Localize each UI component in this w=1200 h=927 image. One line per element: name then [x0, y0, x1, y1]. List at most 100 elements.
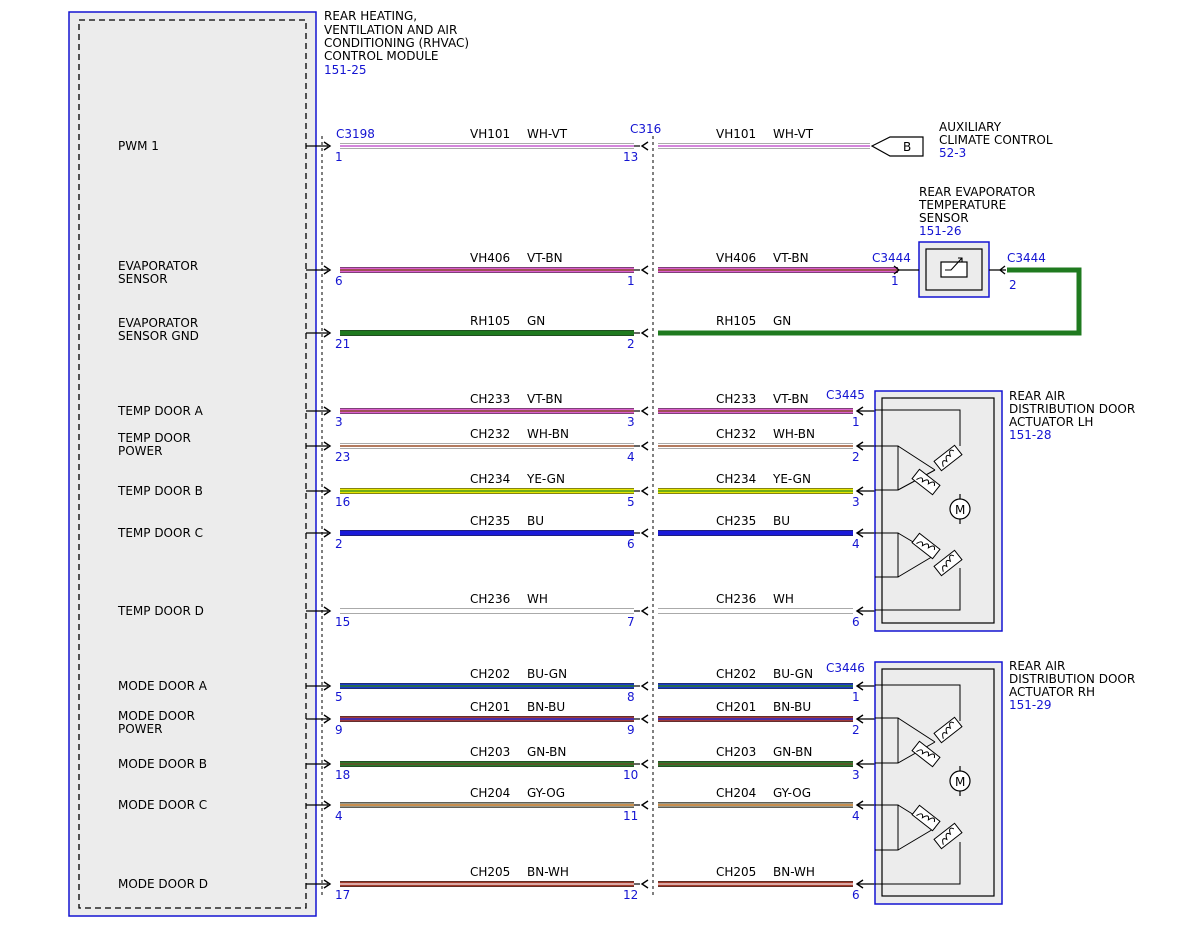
inline-pin-number: 5 — [627, 495, 635, 509]
wire-color-left: GN — [527, 314, 545, 328]
inline-connector-label: C316 — [630, 122, 661, 136]
circuit-number-left: CH204 — [470, 786, 510, 800]
signal-label: MODE DOOR B — [118, 757, 207, 771]
component-pin-number: 4 — [852, 809, 860, 823]
actuator-lh-motor-icon: M — [949, 494, 971, 524]
aux-title-line-1: AUXILIARY — [939, 120, 1002, 134]
module-pin-number: 5 — [335, 690, 343, 704]
module-pin-number: 18 — [335, 768, 350, 782]
rhvac-module-outline — [68, 11, 317, 917]
signal-label: PWM 1 — [118, 139, 159, 153]
sensor-ground-wire — [658, 267, 1082, 336]
circuit-number-left: VH406 — [470, 251, 510, 265]
sensor-arrow-right — [998, 265, 1006, 275]
actuator-rh-motor-icon: M — [949, 766, 971, 796]
inline-pin-number: 13 — [623, 150, 638, 164]
module-pin-number: 9 — [335, 723, 343, 737]
wire-color-left: BN-BU — [527, 700, 565, 714]
thermistor-icon — [940, 261, 968, 278]
rhvac-module-inner-dashed — [78, 19, 307, 909]
circuit-number-left: CH233 — [470, 392, 510, 406]
signal-label: SENSOR — [118, 272, 168, 286]
actuator-rh-body — [881, 668, 995, 897]
module-pin-arrow — [323, 681, 332, 691]
wire-color-right: GN-BN — [773, 745, 812, 759]
wire-color-left: YE-GN — [526, 472, 565, 486]
aux-connector-shape — [870, 136, 924, 157]
inline-connector-arrow — [640, 714, 649, 724]
actuator-lh: REAR AIR DISTRIBUTION DOOR ACTUATOR LH 1… — [826, 388, 1135, 632]
signal-label: EVAPORATOR — [118, 316, 198, 330]
signal-label: TEMP DOOR C — [117, 526, 203, 540]
wire-color-right: WH — [773, 592, 794, 606]
actuator-lh-coil-icons — [911, 444, 963, 577]
sensor-pin-2: 2 — [1009, 278, 1017, 292]
signal-label: TEMP DOOR — [117, 431, 191, 445]
module-title-line-2: VENTILATION AND AIR — [324, 23, 457, 37]
sensor-connector-label-right: C3444 — [1007, 251, 1046, 265]
wire-color-right: BN-BU — [773, 700, 811, 714]
module-pin-number: 2 — [335, 537, 343, 551]
module-pin-arrow — [323, 441, 332, 451]
wire-color-left: VT-BN — [527, 392, 563, 406]
module-pin-arrow — [323, 606, 332, 616]
actuator-rh-motor-symbol: M — [955, 775, 965, 789]
circuit-number-left: CH201 — [470, 700, 510, 714]
circuit-number-left: VH101 — [470, 127, 510, 141]
inline-connector-arrow — [640, 879, 649, 889]
sensor-title-line-1: REAR EVAPORATOR — [919, 185, 1035, 199]
module-pin-number: 4 — [335, 809, 343, 823]
wire-color-right: VT-BN — [773, 251, 809, 265]
rhvac-module: REAR HEATING, VENTILATION AND AIR CONDIT… — [68, 9, 661, 917]
inline-pin-number: 3 — [627, 415, 635, 429]
module-pin-arrow — [323, 486, 332, 496]
wire-color-right: VT-BN — [773, 392, 809, 406]
inline-pin-number: 11 — [623, 809, 638, 823]
actuator-rh-coil-icons — [911, 716, 963, 850]
actuator-rh-title-line-3: ACTUATOR RH — [1009, 685, 1095, 699]
module-pin-number: 3 — [335, 415, 343, 429]
wire-color-left: GY-OG — [527, 786, 565, 800]
wire-color-left: VT-BN — [527, 251, 563, 265]
module-pin-arrow — [323, 328, 332, 338]
inline-pin-number: 6 — [627, 537, 635, 551]
wire-color-left: WH-VT — [527, 127, 568, 141]
component-pin-number: 2 — [852, 450, 860, 464]
signal-label: MODE DOOR D — [118, 877, 208, 891]
wire-color-right: WH-BN — [773, 427, 815, 441]
sensor-arrow-left — [893, 265, 901, 275]
inline-connector-arrow — [640, 141, 649, 151]
module-pin-arrow — [323, 265, 332, 275]
component-pin-number: 1 — [891, 274, 899, 288]
circuit-number-right: CH234 — [716, 472, 756, 486]
inline-connector-arrow — [640, 681, 649, 691]
inline-pin-number: 9 — [627, 723, 635, 737]
inline-connector-arrow — [640, 265, 649, 275]
inline-connector-arrow — [640, 328, 649, 338]
actuator-rh-internals — [875, 684, 961, 885]
actuator-rh-connector-label: C3446 — [826, 661, 865, 675]
wire-color-left: BN-WH — [527, 865, 569, 879]
module-connector-label: C3198 — [336, 127, 375, 141]
circuit-number-right: CH204 — [716, 786, 756, 800]
module-pin-arrow — [323, 759, 332, 769]
component-pin-number: 1 — [852, 690, 860, 704]
module-pin-number: 1 — [335, 150, 343, 164]
circuit-number-right: CH233 — [716, 392, 756, 406]
module-title-line-4: CONTROL MODULE — [324, 49, 439, 63]
aux-ref: 52-3 — [939, 146, 966, 160]
sensor-ref: 151-26 — [919, 224, 962, 238]
actuator-rh-title-line-1: REAR AIR — [1009, 659, 1065, 673]
component-pin-number: 2 — [852, 723, 860, 737]
actuator-rh: REAR AIR DISTRIBUTION DOOR ACTUATOR RH 1… — [826, 659, 1135, 905]
